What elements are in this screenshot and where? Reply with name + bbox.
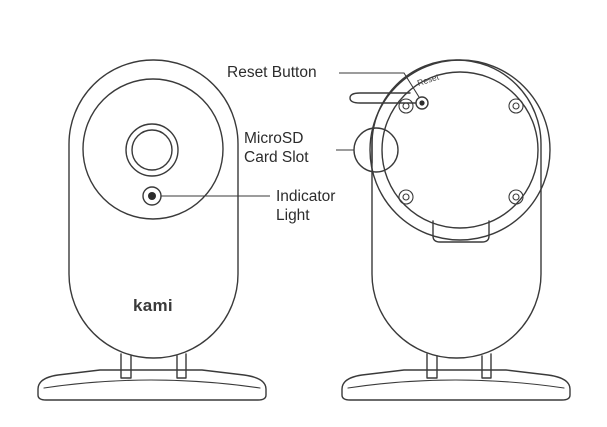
screw-bottom-left: [398, 189, 414, 205]
mount-plate-inner: [381, 71, 539, 229]
microsd-callout-circle: [353, 127, 399, 173]
reset-pin-icon: [349, 92, 417, 104]
front-body: [68, 59, 239, 359]
mount-plate-tab: [432, 220, 490, 243]
microsd-label-line2: Card Slot: [244, 149, 309, 166]
front-stand-base: [37, 369, 267, 401]
screw-top-right: [508, 98, 524, 114]
screw-top-left: [398, 98, 414, 114]
back-stand-base-top: [347, 379, 565, 389]
front-stand-neck: [120, 353, 187, 379]
back-camera: [336, 59, 571, 401]
indicator-light-dot: [148, 192, 156, 200]
back-stand-neck: [426, 353, 492, 379]
reset-button-label: Reset Button: [227, 64, 317, 81]
mount-plate-outer: [369, 59, 551, 241]
reset-button-dot: [419, 100, 425, 106]
back-stand-base: [341, 369, 571, 401]
microsd-label-line1: MicroSD: [244, 130, 304, 147]
indicator-label-line1: Indicator: [276, 188, 336, 205]
indicator-label-line2: Light: [276, 207, 310, 224]
front-camera: [37, 59, 270, 401]
reset-leader-line: [339, 72, 420, 98]
brand-logo: kami: [133, 296, 173, 315]
front-face-ring: [82, 78, 224, 220]
screw-bottom-right: [508, 189, 524, 205]
front-stand-base-top: [43, 379, 261, 389]
lens-inner: [131, 129, 173, 171]
lens-outer: [125, 123, 179, 177]
